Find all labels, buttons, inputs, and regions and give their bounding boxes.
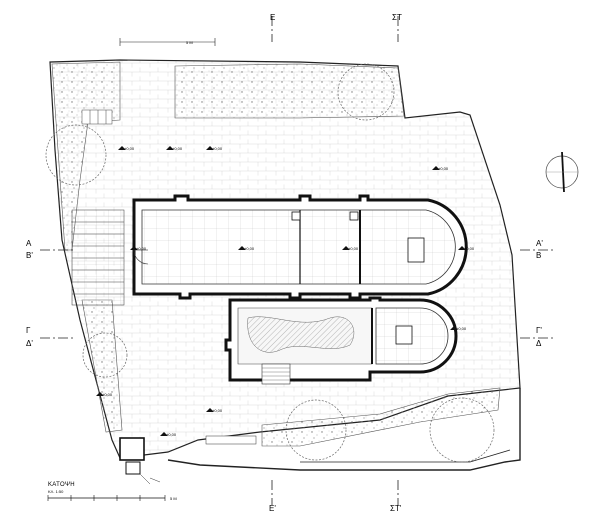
tree-canopy xyxy=(429,397,495,463)
tree-canopy xyxy=(285,399,347,461)
drawing-title: ΚΑΤΟΨΗ xyxy=(48,482,75,488)
elevation-label: +0,00 xyxy=(172,146,183,151)
elevation-label: +0,00 xyxy=(244,246,255,251)
elevation-label: +0,00 xyxy=(124,146,135,151)
elevation-label: +0,00 xyxy=(464,246,475,251)
tree-canopy xyxy=(337,63,395,121)
elevation-label: +0,00 xyxy=(136,246,147,251)
tree-canopy xyxy=(82,332,128,378)
trees xyxy=(45,63,495,463)
section-mark-g-left: Γ xyxy=(26,326,31,335)
west-stairs xyxy=(71,109,125,306)
elevation-label: +0,00 xyxy=(438,166,449,171)
section-mark-d-left: Δ' xyxy=(26,339,33,348)
section-mark-e-bottom: Ε' xyxy=(269,504,276,513)
section-mark-a-left: Α xyxy=(26,239,32,248)
elevation-label: +0,00 xyxy=(102,392,113,397)
elevation-label: +0,00 xyxy=(456,326,467,331)
section-mark-e-top: Ε xyxy=(270,13,276,22)
elevation-markers xyxy=(96,146,466,436)
section-mark-st-bottom: ΣΤ' xyxy=(390,504,402,513)
section-mark-b-left: Β' xyxy=(26,251,33,260)
section-lines xyxy=(40,16,556,505)
tree-canopy xyxy=(45,124,107,186)
top-dimension-label: 5 M xyxy=(186,40,193,45)
church-south-chapel xyxy=(224,296,458,385)
church-main-nave xyxy=(132,194,468,300)
north-arrow-icon xyxy=(545,151,579,193)
elevation-label: +0,00 xyxy=(212,408,223,413)
section-mark-a-right: Α' xyxy=(536,239,543,248)
elevation-label: +0,00 xyxy=(166,432,177,437)
scale-bar-label: 5 M xyxy=(170,496,177,501)
elevation-label: +0,00 xyxy=(348,246,359,251)
south-gate xyxy=(119,435,257,485)
scale-bar xyxy=(47,495,166,501)
section-mark-g-right: Γ' xyxy=(536,326,542,335)
drawing-scale-note: ΚΛ. 1:50 xyxy=(48,489,64,494)
section-mark-st-top: ΣΤ xyxy=(392,13,402,22)
section-mark-b-right: Β xyxy=(536,251,542,260)
section-mark-d-right: Δ xyxy=(536,339,542,348)
elevation-label: +0,00 xyxy=(212,146,223,151)
